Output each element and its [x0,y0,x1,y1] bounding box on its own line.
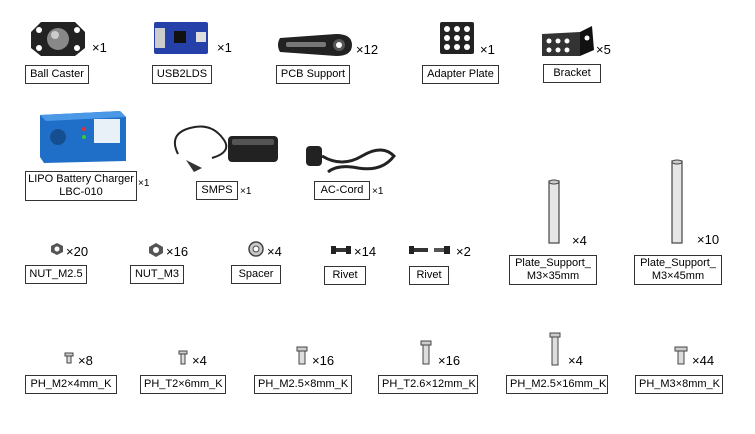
nut-m2-5-icon [51,243,63,255]
ph-t2-6x12-label: PH_T2.6×12mm_K [378,375,478,394]
ph-m2-5x16-label: PH_M2.5×16mm_K [506,375,608,394]
ball-caster-qty: ×1 [92,40,107,55]
ph-m2-5x16-qty: ×4 [568,353,583,368]
plate-support-35-label-line1: Plate_Support_ [515,257,591,269]
pcb-support-icon [278,34,352,56]
pcb-support-label: PCB Support [276,65,350,84]
rivet-icon [331,246,351,254]
smps-power-adapter-icon [174,125,278,172]
plate-support-45-label-line1: Plate_Support_ [640,257,716,269]
rivet-2-qty: ×2 [456,244,471,259]
ph-t2-6x12-qty: ×16 [438,353,461,368]
plate-support-45-icon [671,159,683,244]
ph-m2-5x8-label: PH_M2.5×8mm_K [254,375,352,394]
plate-support-45-label-line2: M3×45mm [651,270,705,282]
adapter-plate-qty: ×1 [480,42,495,57]
bracket-label: Bracket [543,64,601,83]
ph-m3x8-qty: ×44 [692,353,715,368]
screw-t2-6x12-icon [420,340,432,365]
lipo-charger-label-line1: LIPO Battery Charger [28,173,134,185]
adapter-plate-icon [440,22,474,54]
nut-m2-5-qty: ×20 [66,244,89,259]
ball-caster-icon [31,22,85,56]
ph-m3x8-label: PH_M3×8mm_K [635,375,723,394]
nut-m2-5-label: NUT_M2.5 [25,265,87,284]
ph-t2x6-label: PH_T2×6mm_K [140,375,226,394]
rivet-2-label: Rivet [409,266,449,285]
ph-m2-5x8-qty: ×16 [312,353,335,368]
screw-m2-5x16-icon [549,332,561,366]
spacer-label: Spacer [231,265,281,284]
bracket-icon [542,26,594,56]
battery-charger-icon [40,111,126,163]
lipo-charger-qty: ×1 [138,178,150,189]
lipo-charger-label: LIPO Battery Charger LBC-010 [25,171,137,201]
ac-cord-icon [306,146,396,174]
plate-support-35-label-line2: M3×35mm [526,270,580,282]
plate-support-35-label: Plate_Support_ M3×35mm [509,255,597,285]
rivet-pair-icon [409,246,450,254]
plate-support-35-icon [548,179,560,244]
screw-m2-5x8-icon [296,346,308,365]
ac-cord-qty: ×1 [372,186,384,197]
ph-t2x6-qty: ×4 [192,353,207,368]
smps-label: SMPS [196,181,238,200]
usb2lds-label: USB2LDS [152,65,212,84]
plate-support-45-label: Plate_Support_ M3×45mm [634,255,722,285]
rivet-14-label: Rivet [324,266,366,285]
nut-m3-label: NUT_M3 [130,265,184,284]
spacer-qty: ×4 [267,244,282,259]
plate-support-35-qty: ×4 [572,233,587,248]
screw-m2x4-icon [64,352,74,364]
pcb-support-qty: ×12 [356,42,379,57]
bracket-qty: ×5 [596,42,611,57]
screw-t2x6-icon [178,350,188,365]
ball-caster-label: Ball Caster [25,65,89,84]
nut-m3-qty: ×16 [166,244,189,259]
plate-support-45-qty: ×10 [697,232,720,247]
spacer-icon [248,241,264,257]
lipo-charger-label-line2: LBC-010 [59,186,103,198]
ac-cord-label: AC-Cord [314,181,370,200]
smps-qty: ×1 [240,186,252,197]
rivet-14-qty: ×14 [354,244,377,259]
nut-m3-icon [149,243,163,257]
ph-m2x4-qty: ×8 [78,353,93,368]
screw-m3x8-icon [674,346,688,365]
ph-m2x4-label: PH_M2×4mm_K [25,375,117,394]
usb2lds-board-icon [154,22,208,54]
usb2lds-qty: ×1 [217,40,232,55]
adapter-plate-label: Adapter Plate [422,65,499,84]
